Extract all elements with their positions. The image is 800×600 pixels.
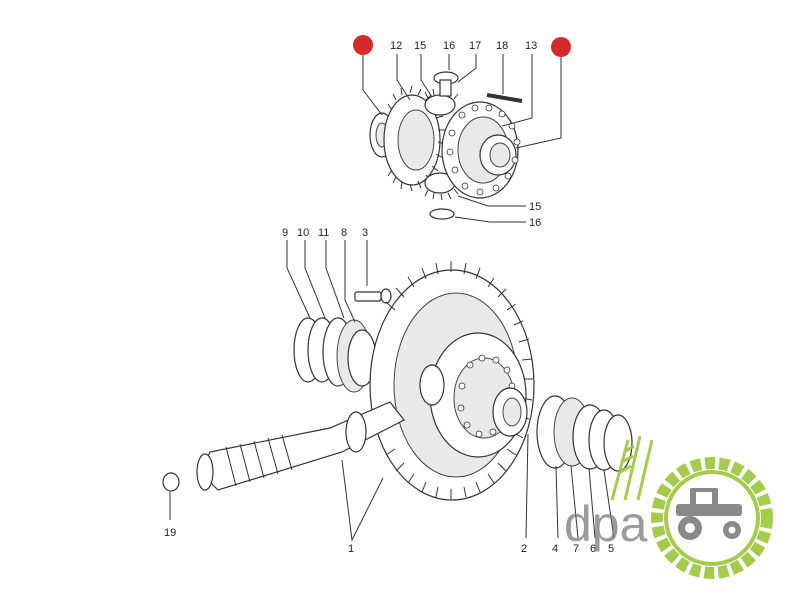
callout-13: 13	[525, 40, 537, 52]
callout-9: 9	[282, 227, 288, 239]
red-marker-right	[551, 37, 571, 57]
logo-text: dpa	[564, 496, 648, 552]
callout-15: 15	[414, 40, 426, 52]
callout-3: 3	[362, 227, 368, 239]
callout-16-lower: 16	[529, 217, 541, 229]
callout-11: 11	[318, 227, 329, 239]
callout-15-lower: 15	[529, 201, 541, 213]
callout-17: 17	[469, 40, 481, 52]
callout-19: 19	[164, 527, 176, 539]
callout-5: 5	[608, 543, 614, 555]
callout-12: 12	[390, 40, 402, 52]
callout-16: 16	[443, 40, 455, 52]
callout-7: 7	[573, 543, 579, 555]
main-leader-lines	[169, 240, 615, 542]
main-assembly	[162, 261, 633, 501]
callout-10: 10	[297, 227, 309, 239]
tractor-icon	[676, 488, 742, 540]
callout-4: 4	[552, 543, 558, 555]
callout-18: 18	[496, 40, 508, 52]
callout-8: 8	[341, 227, 347, 239]
top-leader-lines	[362, 54, 562, 223]
wheat-icon	[610, 435, 654, 501]
gear-ring-icon	[651, 457, 773, 579]
callout-2: 2	[521, 543, 527, 555]
red-marker-left	[353, 35, 373, 55]
differential-subassembly	[369, 71, 523, 220]
callout-1: 1	[348, 543, 354, 555]
callout-6: 6	[590, 543, 596, 555]
dpa-logo: dpa	[564, 435, 773, 579]
